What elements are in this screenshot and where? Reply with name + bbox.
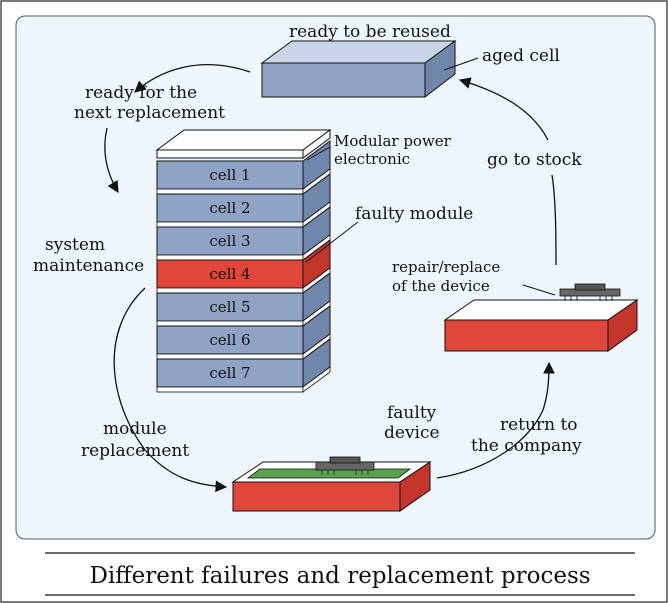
label-aged-cell: aged cell	[482, 46, 560, 66]
cell-label: cell 3	[209, 232, 250, 250]
cell-label: cell 6	[209, 331, 250, 349]
label-go-stock: go to stock	[487, 150, 582, 170]
cell-spacer	[156, 254, 304, 261]
cell-label: cell 1	[209, 166, 250, 184]
cell-module: cell 7	[156, 338, 331, 388]
label-ready-next-2: next replacement	[74, 103, 225, 123]
arrow-go-stock	[551, 174, 557, 266]
aged-cell-pointer	[443, 57, 479, 71]
label-ready-next-1: ready for the	[85, 83, 197, 103]
cell-module: cell 3	[156, 206, 331, 256]
cell-spacer	[156, 353, 304, 360]
arrow-module-replacement	[113, 287, 228, 493]
cell-spacer	[156, 188, 304, 195]
cell-label: cell 4	[209, 265, 250, 283]
faulty-device-box	[231, 456, 432, 512]
cell-label: cell 2	[209, 199, 250, 217]
label-modular-2: electronic	[334, 150, 410, 168]
cell-spacer-side	[302, 366, 331, 393]
label-modular-1: Modular power	[334, 132, 452, 150]
cell-module: cell 5	[156, 272, 331, 322]
cell-stack: cell 1 cell 2 cell 3 cell 4 cell 5 cell 6 cell…	[155, 129, 332, 393]
cell-spacer	[156, 386, 304, 393]
arrow-ready-next	[134, 64, 251, 93]
label-module-rep-2: replacement	[81, 441, 189, 461]
label-faulty-module: faulty module	[355, 204, 473, 224]
arrow-to-aged-cell	[458, 77, 549, 141]
caption: Different failures and replacement proce…	[89, 563, 590, 589]
aged-cell-box	[260, 40, 457, 99]
cell-label: cell 7	[209, 364, 250, 382]
repair-pointer	[522, 284, 556, 296]
label-return-2: the company	[471, 436, 582, 456]
label-faulty-dev-2: device	[384, 423, 440, 443]
label-repair-1: repair/replace	[392, 258, 500, 276]
cell-module: cell 6	[156, 305, 331, 355]
label-faulty-dev-1: faulty	[387, 403, 437, 423]
faulty-module-pointer	[305, 221, 359, 263]
cell-spacer	[156, 287, 304, 294]
arrow-return-company	[436, 361, 555, 479]
label-system-1: system	[45, 235, 105, 255]
repaired-device-box	[443, 283, 639, 352]
cell-label: cell 5	[209, 298, 250, 316]
cell-spacer	[156, 320, 304, 327]
modular-pointer	[306, 146, 331, 161]
label-return-1: return to	[500, 415, 578, 435]
arrow-to-maintenance	[104, 127, 119, 194]
label-repair-2: of the device	[392, 277, 490, 295]
cell-spacer	[156, 221, 304, 228]
label-module-rep-1: module	[103, 419, 167, 439]
cell-module: cell 4	[156, 239, 331, 289]
label-ready-reused: ready to be reused	[289, 22, 451, 42]
label-system-2: maintenance	[33, 256, 144, 276]
